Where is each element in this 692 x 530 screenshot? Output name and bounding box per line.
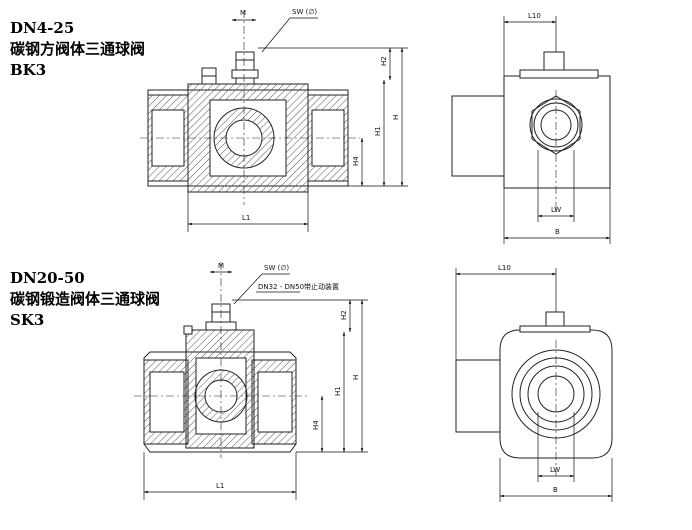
top-title: 碳钢方阀体三通球阀 [10,40,146,58]
bottom-title: 碳钢锻造阀体三通球阀 [10,290,161,308]
top-header: DN4-25 碳钢方阀体三通球阀 BK3 [10,18,145,81]
bottom-section-dimensions [143,270,368,500]
top-model: BK3 [10,61,47,79]
bottom-model: SK3 [10,311,45,329]
bottom-label-l10: L10 [498,264,511,272]
top-side-dimensions [503,16,611,244]
bottom-label-h2: H2 [340,310,348,320]
top-section-labels: M SW (∅) H2 H1 H H4 L1 [240,8,400,222]
top-label-h: H [392,115,400,120]
bottom-label-h: H [352,375,360,380]
bottom-section-labels: M SW (∅) DN32 - DN50带止动装置 H2 H1 H H4 L1 [216,262,360,490]
top-label-h1: H1 [374,126,382,136]
top-label-lw: LW [551,206,561,214]
bottom-label-note: DN32 - DN50带止动装置 [258,282,339,291]
top-label-l10: L10 [528,12,541,20]
top-label-sw: SW (∅) [292,8,317,16]
top-label-h2: H2 [380,56,388,66]
top-label-l1: L1 [242,214,250,222]
top-section-view [140,10,360,205]
top-side-view [451,51,611,210]
top-label-h4: H4 [352,156,360,166]
top-size-range: DN4-25 [10,19,75,37]
top-label-m: M [240,9,246,17]
bottom-label-h4: H4 [312,420,320,430]
top-side-labels: L10 LW B [528,12,561,236]
bottom-side-labels: L10 LW B [498,264,560,494]
bottom-label-h1: H1 [334,386,342,396]
bottom-section-view [134,262,310,458]
bottom-label-sw: SW (∅) [264,264,289,272]
bottom-header: DN20-50 碳钢锻造阀体三通球阀 SK3 [10,268,160,331]
bottom-side-view [455,311,613,478]
bottom-label-b: B [553,486,558,494]
bottom-label-m: M [218,262,224,270]
bottom-label-l1: L1 [216,482,224,490]
bottom-side-dimensions [455,268,613,502]
bottom-label-lw: LW [550,466,560,474]
bottom-size-range: DN20-50 [10,269,85,287]
top-label-b: B [555,228,560,236]
top-section-dimensions [187,17,408,232]
